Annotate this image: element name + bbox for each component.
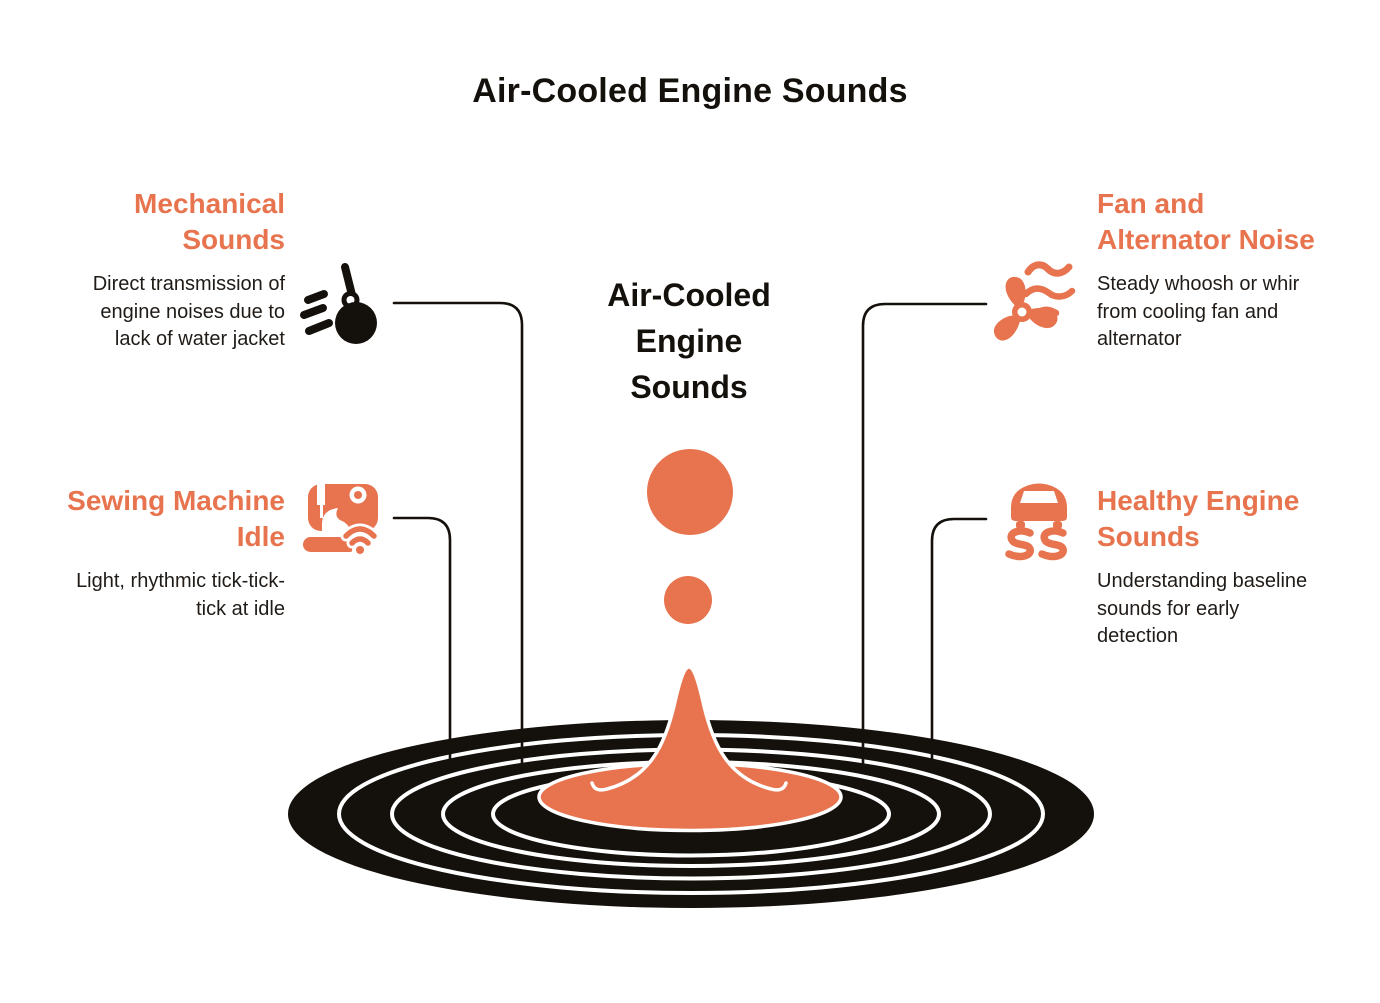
section-description: Understanding baseline sounds for early …: [1097, 568, 1349, 651]
description-line: sounds for early: [1097, 597, 1240, 620]
section-title-line: Healthy Engine: [1097, 485, 1300, 516]
section-title: Sewing Machine Idle: [33, 483, 285, 555]
car-skid-icon: [1005, 483, 1067, 561]
section-title-line: Sounds: [1097, 521, 1200, 552]
section-healthy-engine-sounds: Healthy Engine Sounds Understanding base…: [1097, 483, 1349, 651]
description-line: Understanding baseline: [1097, 570, 1308, 592]
description-line: Direct transmission of: [92, 273, 285, 295]
section-title-line: Alternator Noise: [1097, 224, 1315, 255]
section-title: Healthy Engine Sounds: [1097, 483, 1349, 555]
section-title-line: Idle: [236, 521, 285, 552]
connector-sewing: [392, 516, 452, 767]
droplet-large: [647, 449, 733, 535]
sewing-machine-icon: [303, 484, 380, 558]
description-line: Steady whoosh or whir: [1097, 273, 1300, 295]
section-description: Direct transmission of engine noises due…: [33, 271, 285, 354]
section-title: Fan and Alternator Noise: [1097, 186, 1349, 258]
description-line: detection: [1097, 625, 1179, 647]
center-label-line: Engine: [635, 323, 743, 359]
section-sewing-machine-idle: Sewing Machine Idle Light, rhythmic tick…: [33, 483, 285, 623]
description-line: from cooling fan and: [1097, 300, 1279, 323]
connector-fan: [861, 302, 988, 770]
center-label-line: Sounds: [630, 369, 748, 405]
section-description: Light, rhythmic tick-tick- tick at idle: [33, 568, 285, 623]
splash-peak-outline: [590, 665, 788, 792]
description-line: alternator: [1097, 328, 1182, 350]
section-title-line: Sounds: [182, 224, 285, 255]
description-line: engine noises due to: [100, 300, 285, 323]
section-title-line: Sewing Machine: [67, 485, 285, 516]
section-title-line: Mechanical: [134, 188, 285, 219]
description-line: Light, rhythmic tick-tick-: [76, 570, 285, 592]
section-title: Mechanical Sounds: [33, 186, 285, 258]
wrecking-ball-icon: [300, 263, 377, 344]
description-line: lack of water jacket: [114, 328, 285, 350]
description-line: tick at idle: [196, 597, 285, 620]
section-title-line: Fan and: [1097, 188, 1205, 219]
center-label-line: Air-Cooled: [607, 277, 771, 313]
fan-icon: [994, 261, 1076, 341]
connector-mechanical: [392, 301, 524, 772]
section-mechanical-sounds: Mechanical Sounds Direct transmission of…: [33, 186, 285, 354]
connector-healthy: [930, 517, 988, 764]
section-description: Steady whoosh or whir from cooling fan a…: [1097, 271, 1349, 354]
page-title: Air-Cooled Engine Sounds: [472, 72, 908, 110]
center-label: Air-Cooled Engine Sounds: [544, 272, 834, 410]
droplet-small: [664, 576, 712, 624]
section-fan-alternator-noise: Fan and Alternator Noise Steady whoosh o…: [1097, 186, 1349, 354]
